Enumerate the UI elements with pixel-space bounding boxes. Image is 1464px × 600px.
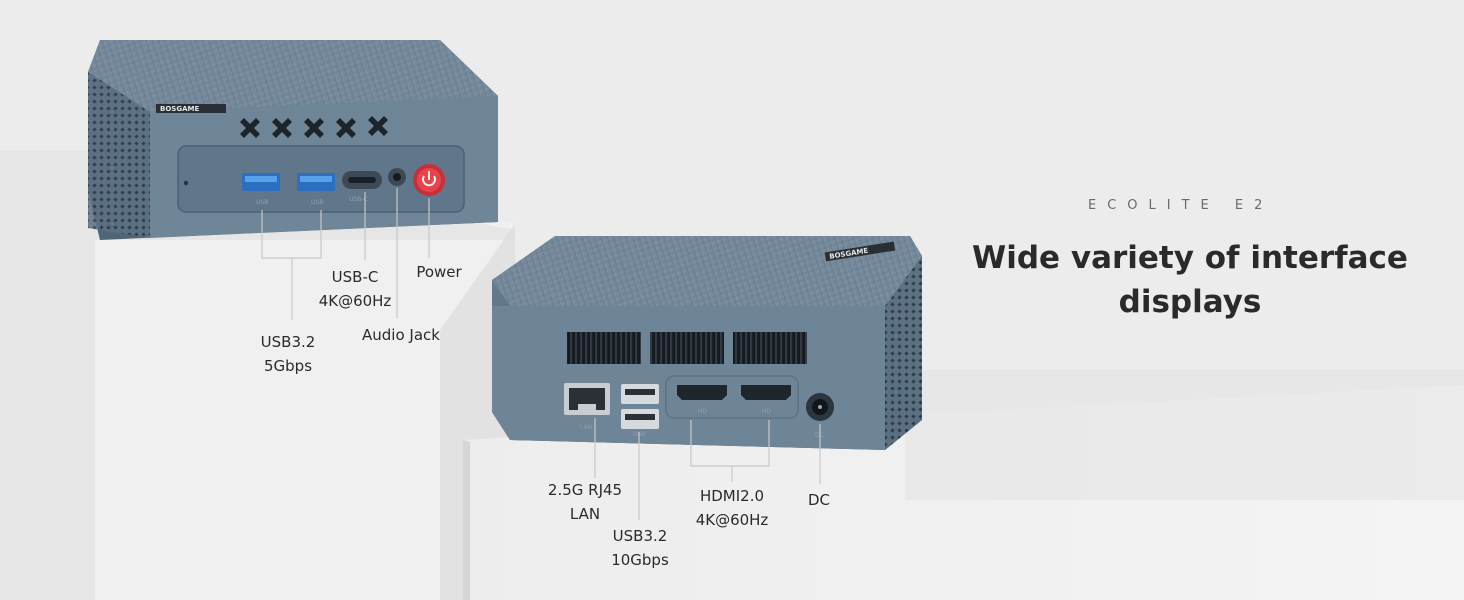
rear-callout-lines: [594, 418, 821, 520]
model-tagline: ECOLITE E2: [1088, 198, 1274, 213]
callout-audio-jack: Audio Jack: [362, 326, 440, 344]
front-port-panel: USB USB USB-C: [183, 164, 445, 206]
callout-front-usb32-line2: 5Gbps: [263, 357, 313, 375]
rear-vent-1: [567, 332, 641, 364]
callout-rear-usb32-line1: USB3.2: [612, 527, 668, 545]
front-usb-a-label-1: USB: [256, 199, 268, 206]
headline-line1: Wide variety of interface: [972, 240, 1408, 276]
power-icon: [422, 175, 436, 187]
callout-hdmi-line2: 4K@60Hz: [695, 511, 769, 529]
front-brand-logo: BOSGAME: [160, 105, 199, 113]
callout-front-usb32: USB3.2 5Gbps: [230, 330, 346, 378]
rear-port-panel: LAN USB HD HD DC: [564, 375, 834, 439]
front-mini-pc: BOSGAME: [88, 40, 498, 240]
page-headline: Wide variety of interface displays: [960, 236, 1420, 324]
callout-hdmi: HDMI2.0 4K@60Hz: [680, 484, 784, 532]
callout-usbc: USB-C 4K@60Hz: [300, 265, 410, 313]
callout-rear-usb32: USB3.2 10Gbps: [590, 524, 690, 572]
callout-rj45-lan: 2.5G RJ45 LAN: [530, 478, 640, 526]
callout-hdmi-line1: HDMI2.0: [699, 487, 765, 505]
hdmi-label-2: HD: [762, 408, 772, 415]
hdmi-port-2: [741, 385, 791, 400]
rear-lan-label: LAN: [580, 424, 592, 431]
callout-front-usb32-line1: USB3.2: [260, 333, 316, 351]
callout-rear-usb32-line2: 10Gbps: [611, 551, 669, 569]
front-usb-c-label: USB-C: [349, 196, 368, 203]
callout-rj45-lan-line1: 2.5G RJ45: [547, 481, 623, 499]
rear-vent-3: [733, 332, 807, 364]
callout-usbc-line2: 4K@60Hz: [318, 292, 392, 310]
rear-vent-2: [650, 332, 724, 364]
callout-rj45-lan-line2: LAN: [569, 505, 601, 523]
status-led: [183, 180, 189, 186]
callout-usbc-line1: USB-C: [331, 268, 379, 286]
hdmi-label-1: HD: [698, 408, 708, 415]
callout-power: Power: [416, 263, 462, 281]
hdmi-port-1: [677, 385, 727, 400]
callout-dc: DC: [807, 491, 831, 509]
front-usb-a-label-2: USB: [311, 199, 323, 206]
headline-line2: displays: [1118, 284, 1262, 320]
front-callout-lines: [261, 188, 430, 320]
